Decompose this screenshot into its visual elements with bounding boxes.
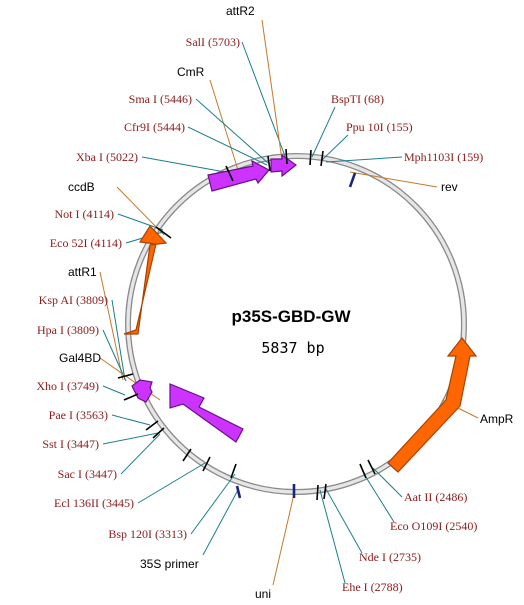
tick-sst: [152, 427, 165, 439]
leader-xhoi: [102, 385, 126, 396]
leader-bsp120i: [190, 473, 236, 535]
site-ticks: [117, 148, 376, 501]
tick-ecl: [182, 448, 192, 462]
site-label-ssti: Sst I (3447): [42, 437, 99, 451]
site-label-hpai: Hpa I (3809): [37, 323, 99, 337]
site-label-paei: Pae I (3563): [49, 408, 108, 422]
leader-saci: [120, 433, 161, 475]
plasmid-name: p35S-GBD-GW: [232, 307, 352, 326]
feature-label-rev: rev: [441, 180, 458, 194]
leader-ppu10i: [321, 134, 349, 161]
leader-ecl136ii: [137, 462, 206, 504]
leader-attr1: [99, 271, 124, 381]
site-label-saci: Sac I (3447): [58, 467, 117, 481]
site-label-noti: Not I (4114): [54, 207, 114, 221]
site-label-ecoo109i: Eco O109I (2540): [390, 519, 477, 533]
site-label-sali: SalI (5703): [186, 35, 240, 49]
leader-ehei: [319, 489, 346, 584]
leader-mph1103i: [325, 156, 403, 163]
features: [123, 153, 478, 473]
site-label-ndei: Nde I (2735): [359, 550, 421, 564]
site-label-ppu10i: Ppu 10I (155): [346, 120, 413, 134]
feature-label-ampr: AmpR: [480, 412, 514, 426]
leader-attr2: [261, 19, 283, 161]
feature-label-gal4bd: Gal4BD: [59, 351, 101, 365]
site-label-ehei: Ehe I (2788): [342, 580, 403, 594]
tick-aatii: [367, 459, 376, 475]
site-label-bspti: BspTI (68): [331, 92, 384, 106]
tick-xhoi: [123, 393, 139, 401]
leader-bspti: [311, 106, 336, 158]
leader-sali: [241, 41, 286, 157]
feature-label-cmr: CmR: [177, 65, 205, 79]
tick-ppu10i: [320, 150, 324, 167]
tick-ecoo109i: [359, 463, 367, 479]
site-labels: SalI (5703) Sma I (5446) Cfr9I (5444) Xb…: [36, 35, 483, 594]
tick-rev-blue: [348, 172, 357, 188]
leader-cfr9i: [187, 126, 268, 166]
site-label-xbai: Xba I (5022): [76, 150, 138, 164]
leader-ecoo109i: [363, 473, 395, 523]
plasmid-size: 5837 bp: [261, 339, 324, 357]
feature-label-attr2: attR2: [226, 4, 255, 18]
tick-35s-blue: [235, 485, 242, 499]
site-label-ecl136ii: Ecl 136II (3445): [54, 496, 134, 510]
feature-gal4bd-arrow: [169, 383, 244, 443]
tick-35s: [230, 463, 237, 479]
site-label-bsp120i: Bsp 120I (3313): [108, 527, 187, 541]
feature-cmr-arrow: [207, 159, 270, 192]
leader-cmr: [209, 79, 239, 171]
site-label-cfr9i: Cfr9I (5444): [124, 120, 185, 134]
feature-ampr-arrow: [387, 337, 478, 473]
feature-labels: attR2 CmR ccdB attR1 Gal4BD AmpR rev uni…: [59, 4, 514, 601]
tick-attr1: [117, 373, 134, 379]
leader-rev: [349, 171, 438, 188]
site-label-kspai: Ksp AI (3809): [39, 293, 108, 307]
leader-uni: [272, 493, 295, 586]
leader-ndei: [325, 488, 363, 554]
tick-bsp120: [202, 456, 211, 472]
leader-35s-primer: [202, 489, 239, 556]
site-label-aatii: Aat II (2486): [404, 490, 467, 504]
tick-ndei: [323, 483, 327, 500]
leader-paei: [111, 414, 151, 426]
leader-smai: [195, 98, 269, 164]
tick-paei: [145, 420, 159, 431]
feature-label-ccdb: ccdB: [68, 180, 95, 194]
feature-attr2-arrow: [270, 153, 298, 178]
leader-xbai: [141, 156, 226, 173]
leader-aatii: [372, 467, 403, 498]
backbone-ring-inner: [126, 154, 466, 494]
leader-ssti: [102, 432, 159, 445]
leader-hpai: [102, 329, 127, 382]
site-label-mph1103i: Mph1103I (159): [404, 150, 483, 164]
tick-ehei: [316, 484, 319, 501]
tick-xbai: [225, 165, 234, 182]
site-label-xhoi: Xho I (3749): [36, 379, 99, 393]
feature-ccdb-arrow: [123, 225, 168, 335]
tick-sali: [285, 148, 288, 165]
tick-noti: [155, 226, 172, 239]
feature-label-35s-primer: 35S primer: [140, 557, 199, 571]
feature-label-uni: uni: [255, 587, 271, 601]
site-label-eco52i: Eco 52I (4114): [50, 236, 122, 250]
leader-kspai: [111, 299, 126, 381]
tick-smai: [267, 155, 271, 172]
leader-noti: [117, 213, 164, 231]
tick-bspti: [309, 149, 312, 166]
feature-label-attr1: attR1: [68, 265, 97, 279]
site-label-smai: Sma I (5446): [129, 92, 192, 106]
feature-attr1-arrow: [131, 379, 153, 403]
